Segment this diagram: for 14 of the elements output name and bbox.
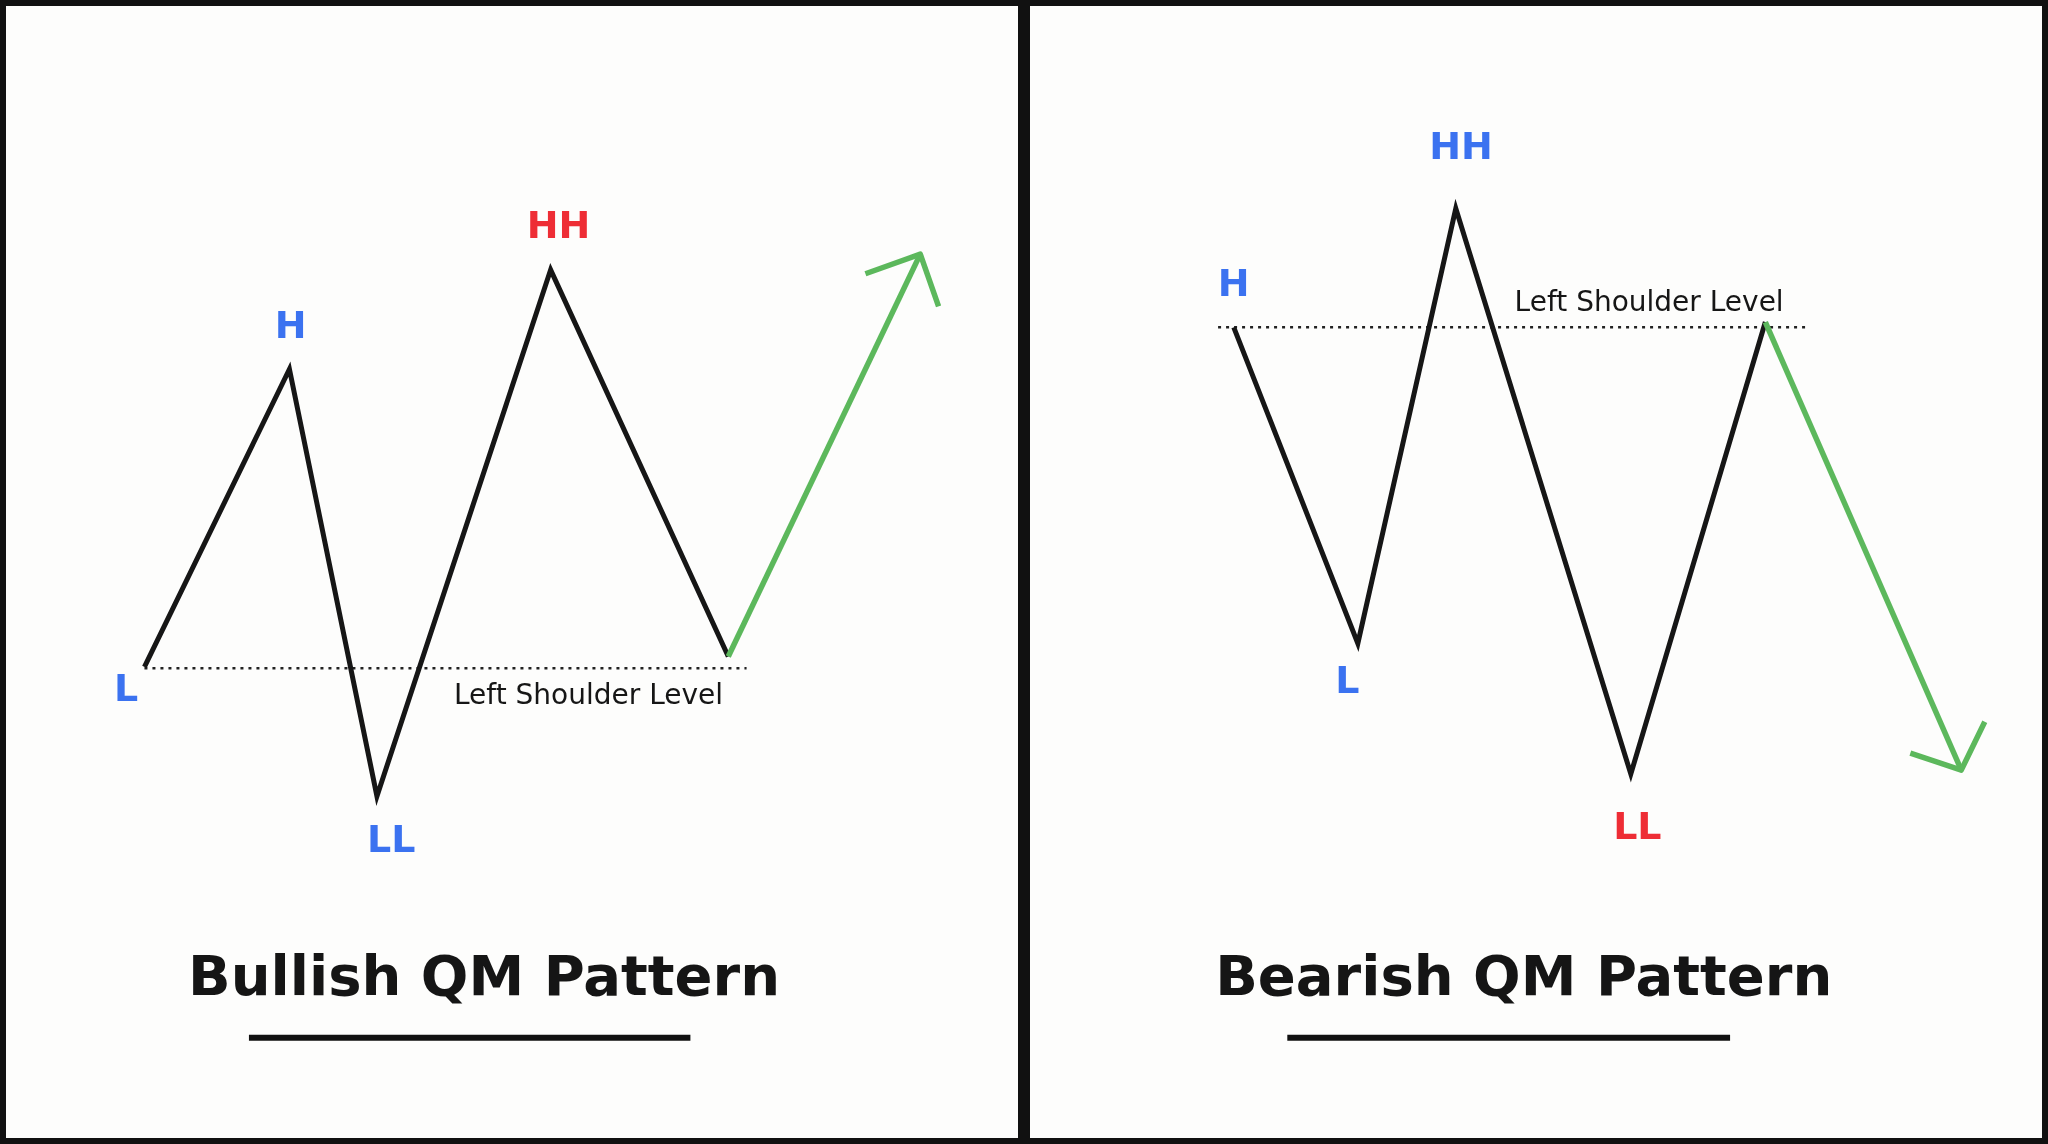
swing-point-label: L — [114, 665, 139, 710]
swing-point-label: HH — [526, 203, 591, 248]
swing-point-label: LL — [367, 817, 416, 862]
chart-panel — [0, 0, 1024, 1144]
swing-point-label: L — [1335, 657, 1360, 702]
level-label: Left Shoulder Level — [454, 677, 724, 711]
swing-point-label: H — [274, 302, 307, 347]
swing-point-label: LL — [1613, 804, 1662, 849]
swing-point-label: HH — [1429, 123, 1493, 168]
chart-panel — [1024, 0, 2048, 1144]
swing-point-label: H — [1217, 260, 1250, 305]
pattern-title: Bullish QM Pattern — [188, 942, 781, 1008]
pattern-title: Bearish QM Pattern — [1215, 942, 1833, 1008]
level-label: Left Shoulder Level — [1514, 284, 1784, 318]
